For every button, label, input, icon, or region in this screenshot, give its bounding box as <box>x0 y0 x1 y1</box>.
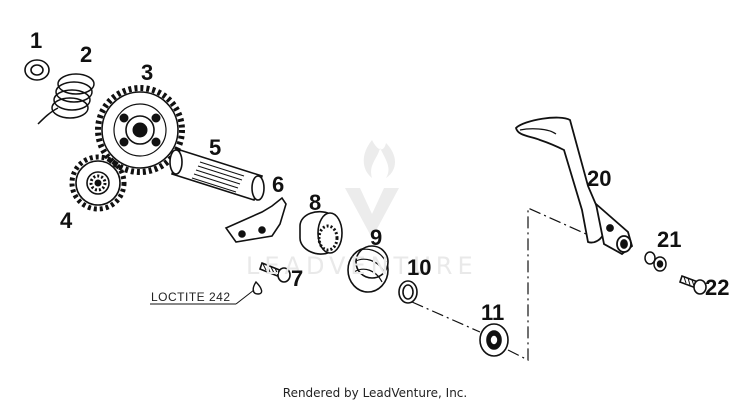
watermark-logo-icon <box>345 140 399 238</box>
loctite-leader-line-2 <box>235 289 255 305</box>
part-3-large-gear <box>95 85 185 175</box>
callout-21: 21 <box>657 227 682 252</box>
callout-1: 1 <box>30 28 43 53</box>
part-22-bolt <box>678 274 707 295</box>
callout-4: 4 <box>60 208 73 233</box>
part-21-washers <box>644 251 667 272</box>
watermark-text: LEADVENTURE <box>246 252 478 280</box>
callout-9: 9 <box>370 225 383 250</box>
part-6-ratchet-lever <box>224 196 287 243</box>
callout-10: 10 <box>407 255 432 280</box>
part-5-kickstart-shaft <box>169 148 265 202</box>
loctite-drop-icon <box>252 280 263 295</box>
callout-8: 8 <box>309 190 322 215</box>
callout-5: 5 <box>209 135 222 160</box>
part-1-washer <box>24 59 50 81</box>
part-2-coil-spring <box>37 73 95 125</box>
callout-11: 11 <box>481 300 505 325</box>
part-8-ratchet-gear <box>299 210 343 255</box>
assembly-axis-lines <box>411 207 587 361</box>
callout-20: 20 <box>587 166 612 191</box>
render-credit: Rendered by LeadVenture, Inc. <box>282 386 468 400</box>
part-20-kickstart-lever <box>515 116 634 256</box>
callout-22: 22 <box>705 275 730 300</box>
callout-6: 6 <box>272 172 285 197</box>
part-4-small-gear <box>69 154 127 212</box>
part-7-bolt <box>259 261 291 283</box>
part-11-oil-seal <box>479 323 509 357</box>
loctite-note: LOCTITE 242 <box>151 290 231 304</box>
callout-7: 7 <box>291 266 304 291</box>
part-10-washer <box>398 280 418 304</box>
part-9-spring-cap <box>347 245 389 293</box>
callout-3: 3 <box>141 60 154 85</box>
callout-2: 2 <box>80 42 93 67</box>
